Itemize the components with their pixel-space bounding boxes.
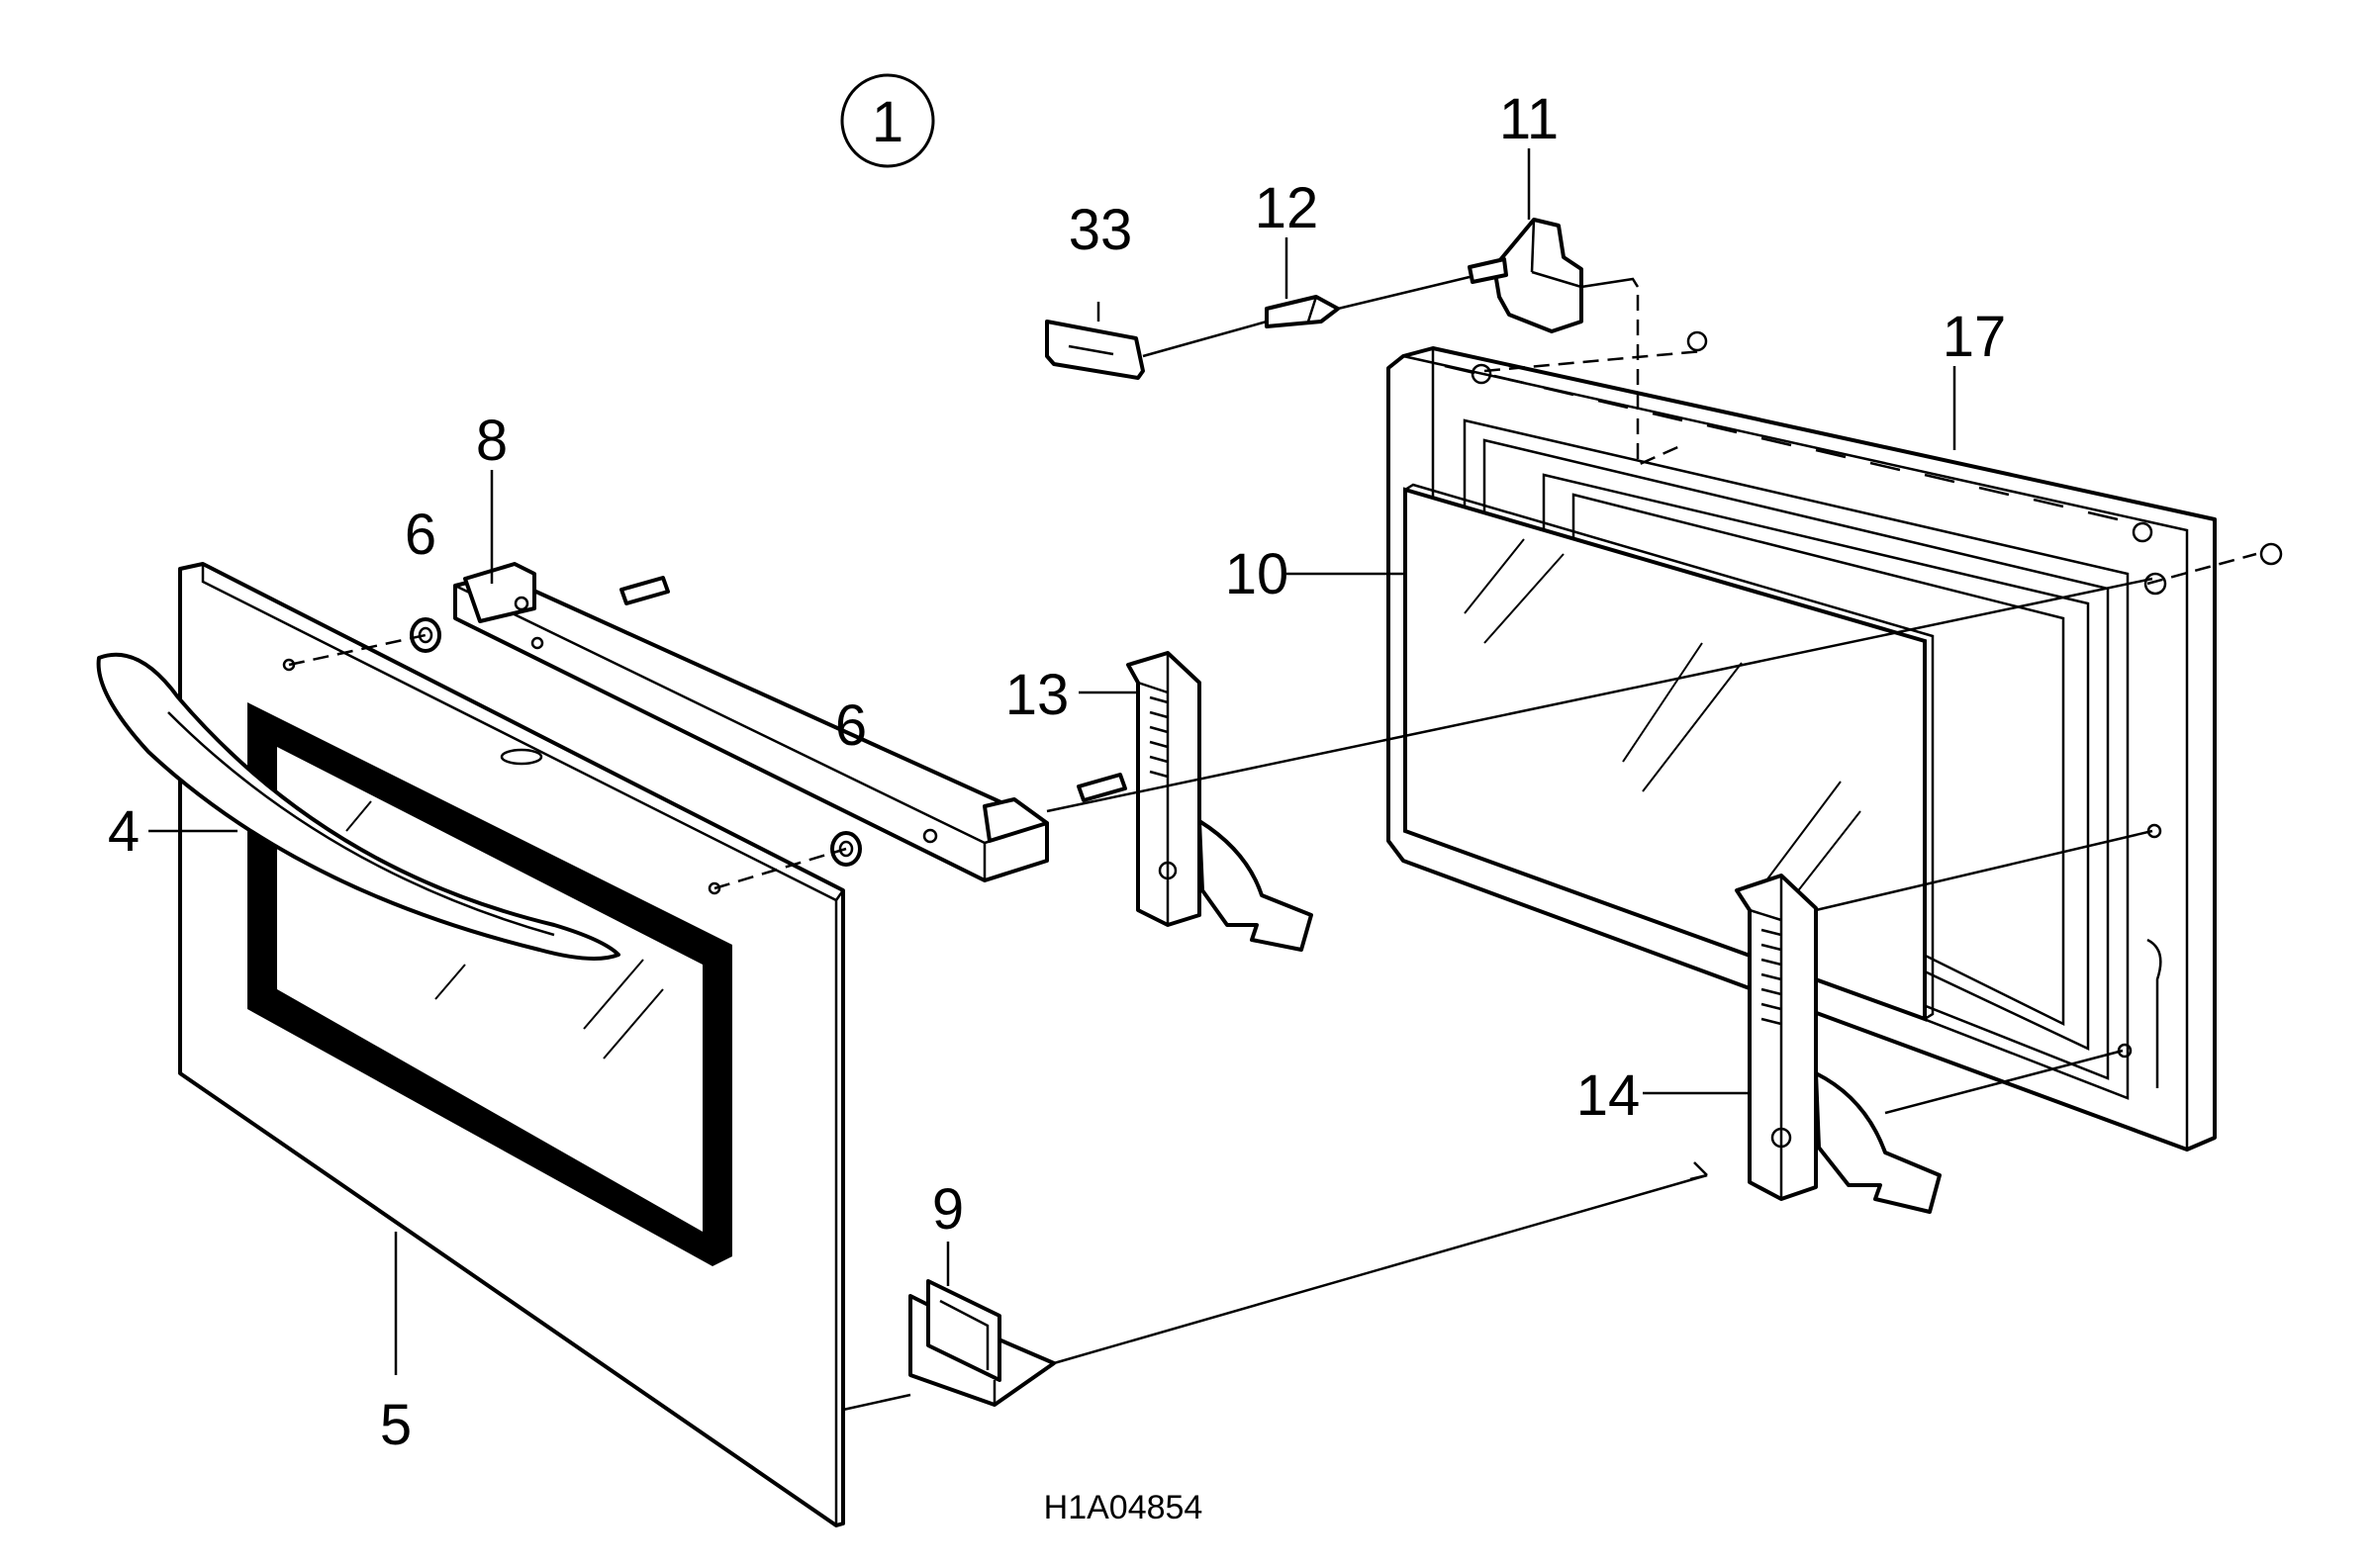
- latch-slider: [1265, 295, 1340, 328]
- callout-6-lower: 6: [835, 693, 867, 758]
- callout-5: 5: [380, 1393, 412, 1457]
- callout-leaders: [148, 148, 1956, 1375]
- door-clip: [908, 1279, 1056, 1407]
- callout-14: 14: [1576, 1063, 1641, 1128]
- callout-33: 33: [1069, 198, 1133, 262]
- callout-17: 17: [1943, 305, 2007, 369]
- callout-11: 11: [1499, 87, 1559, 151]
- callout-13: 13: [1005, 663, 1070, 727]
- callout-8: 8: [476, 409, 508, 473]
- callout-labels: 33 12 11 17 8 6 10 13 6 4 14 9 5: [108, 87, 2006, 1457]
- door-latch-switch: [1468, 218, 1583, 333]
- hinge-bracket: [453, 562, 1127, 882]
- callout-10: 10: [1225, 542, 1289, 606]
- callout-4: 4: [108, 799, 140, 864]
- trim-cap: [1045, 320, 1145, 380]
- door-handle: [96, 652, 620, 961]
- callout-9: 9: [932, 1177, 964, 1242]
- callout-12: 12: [1255, 176, 1319, 240]
- washer-upper: [410, 617, 441, 653]
- hinge-right: [1735, 874, 1942, 1214]
- drawing-code: H1A04854: [1044, 1489, 1203, 1526]
- group-number-badge: 1: [840, 73, 935, 168]
- assembly-lines: [288, 275, 2283, 1412]
- hinge-left: [1126, 651, 1313, 952]
- callout-6-upper: 6: [405, 503, 436, 567]
- group-number: 1: [872, 90, 903, 154]
